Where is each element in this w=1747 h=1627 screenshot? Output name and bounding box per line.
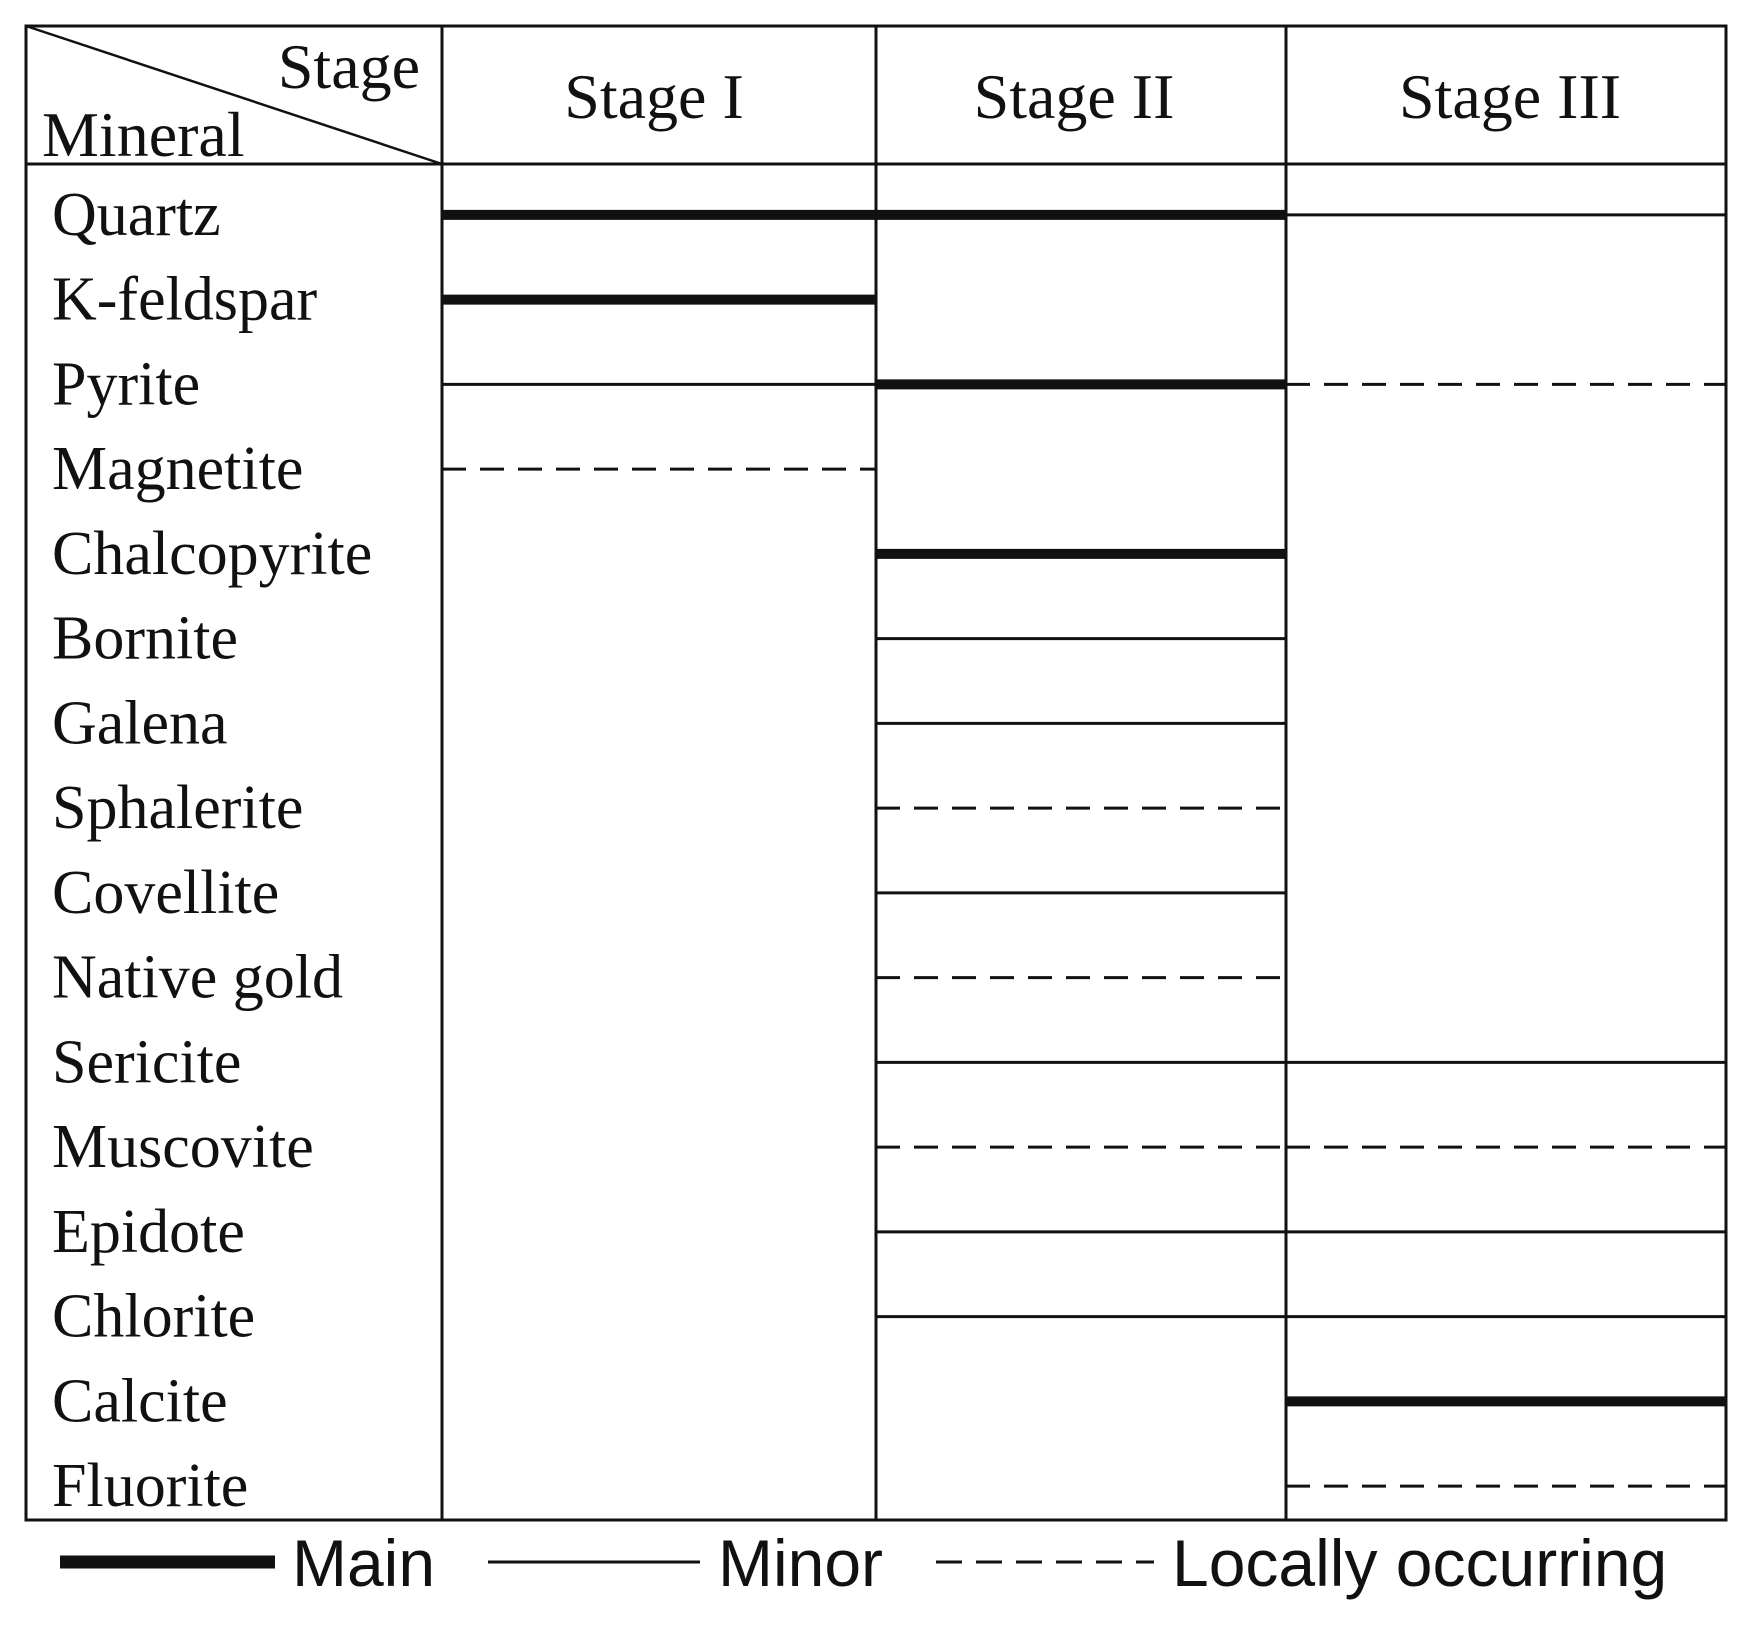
mineral-label-chlorite: Chlorite xyxy=(52,1283,255,1351)
stage-header-3: Stage III xyxy=(1399,61,1621,132)
mineral-label-calcite: Calcite xyxy=(52,1367,228,1435)
legend: Main Minor Locally occurring xyxy=(60,1526,1667,1600)
mineral-label-pyrite: Pyrite xyxy=(52,350,200,418)
corner-diagonal xyxy=(25,24,443,166)
mineral-label-magnetite: Magnetite xyxy=(52,435,303,503)
mineral-label-fluorite: Fluorite xyxy=(52,1452,248,1520)
legend-minor-label: Minor xyxy=(718,1526,883,1600)
mineral-label-covellite: Covellite xyxy=(52,859,279,927)
mineral-label-quartz: Quartz xyxy=(52,181,221,249)
stage-header-1: Stage I xyxy=(564,61,744,132)
mineral-label-bornite: Bornite xyxy=(52,605,238,673)
corner-label-stage: Stage xyxy=(278,31,420,102)
legend-local-label: Locally occurring xyxy=(1172,1526,1667,1600)
corner-label-mineral: Mineral xyxy=(42,99,245,170)
mineral-label-chalcopyrite: Chalcopyrite xyxy=(52,520,372,588)
mineral-label-k-feldspar: K-feldspar xyxy=(52,266,317,334)
mineral-label-sphalerite: Sphalerite xyxy=(52,774,303,842)
legend-main-label: Main xyxy=(292,1526,435,1600)
mineral-label-native-gold: Native gold xyxy=(52,944,343,1012)
mineral-labels: QuartzK-feldsparPyriteMagnetiteChalcopyr… xyxy=(52,181,372,1520)
mineral-label-galena: Galena xyxy=(52,689,228,757)
stage-header-2: Stage II xyxy=(974,61,1175,132)
mineral-label-sericite: Sericite xyxy=(52,1028,241,1096)
mineral-segments xyxy=(442,209,1726,1488)
mineral-label-epidote: Epidote xyxy=(52,1198,245,1266)
mineral-label-muscovite: Muscovite xyxy=(52,1113,314,1181)
